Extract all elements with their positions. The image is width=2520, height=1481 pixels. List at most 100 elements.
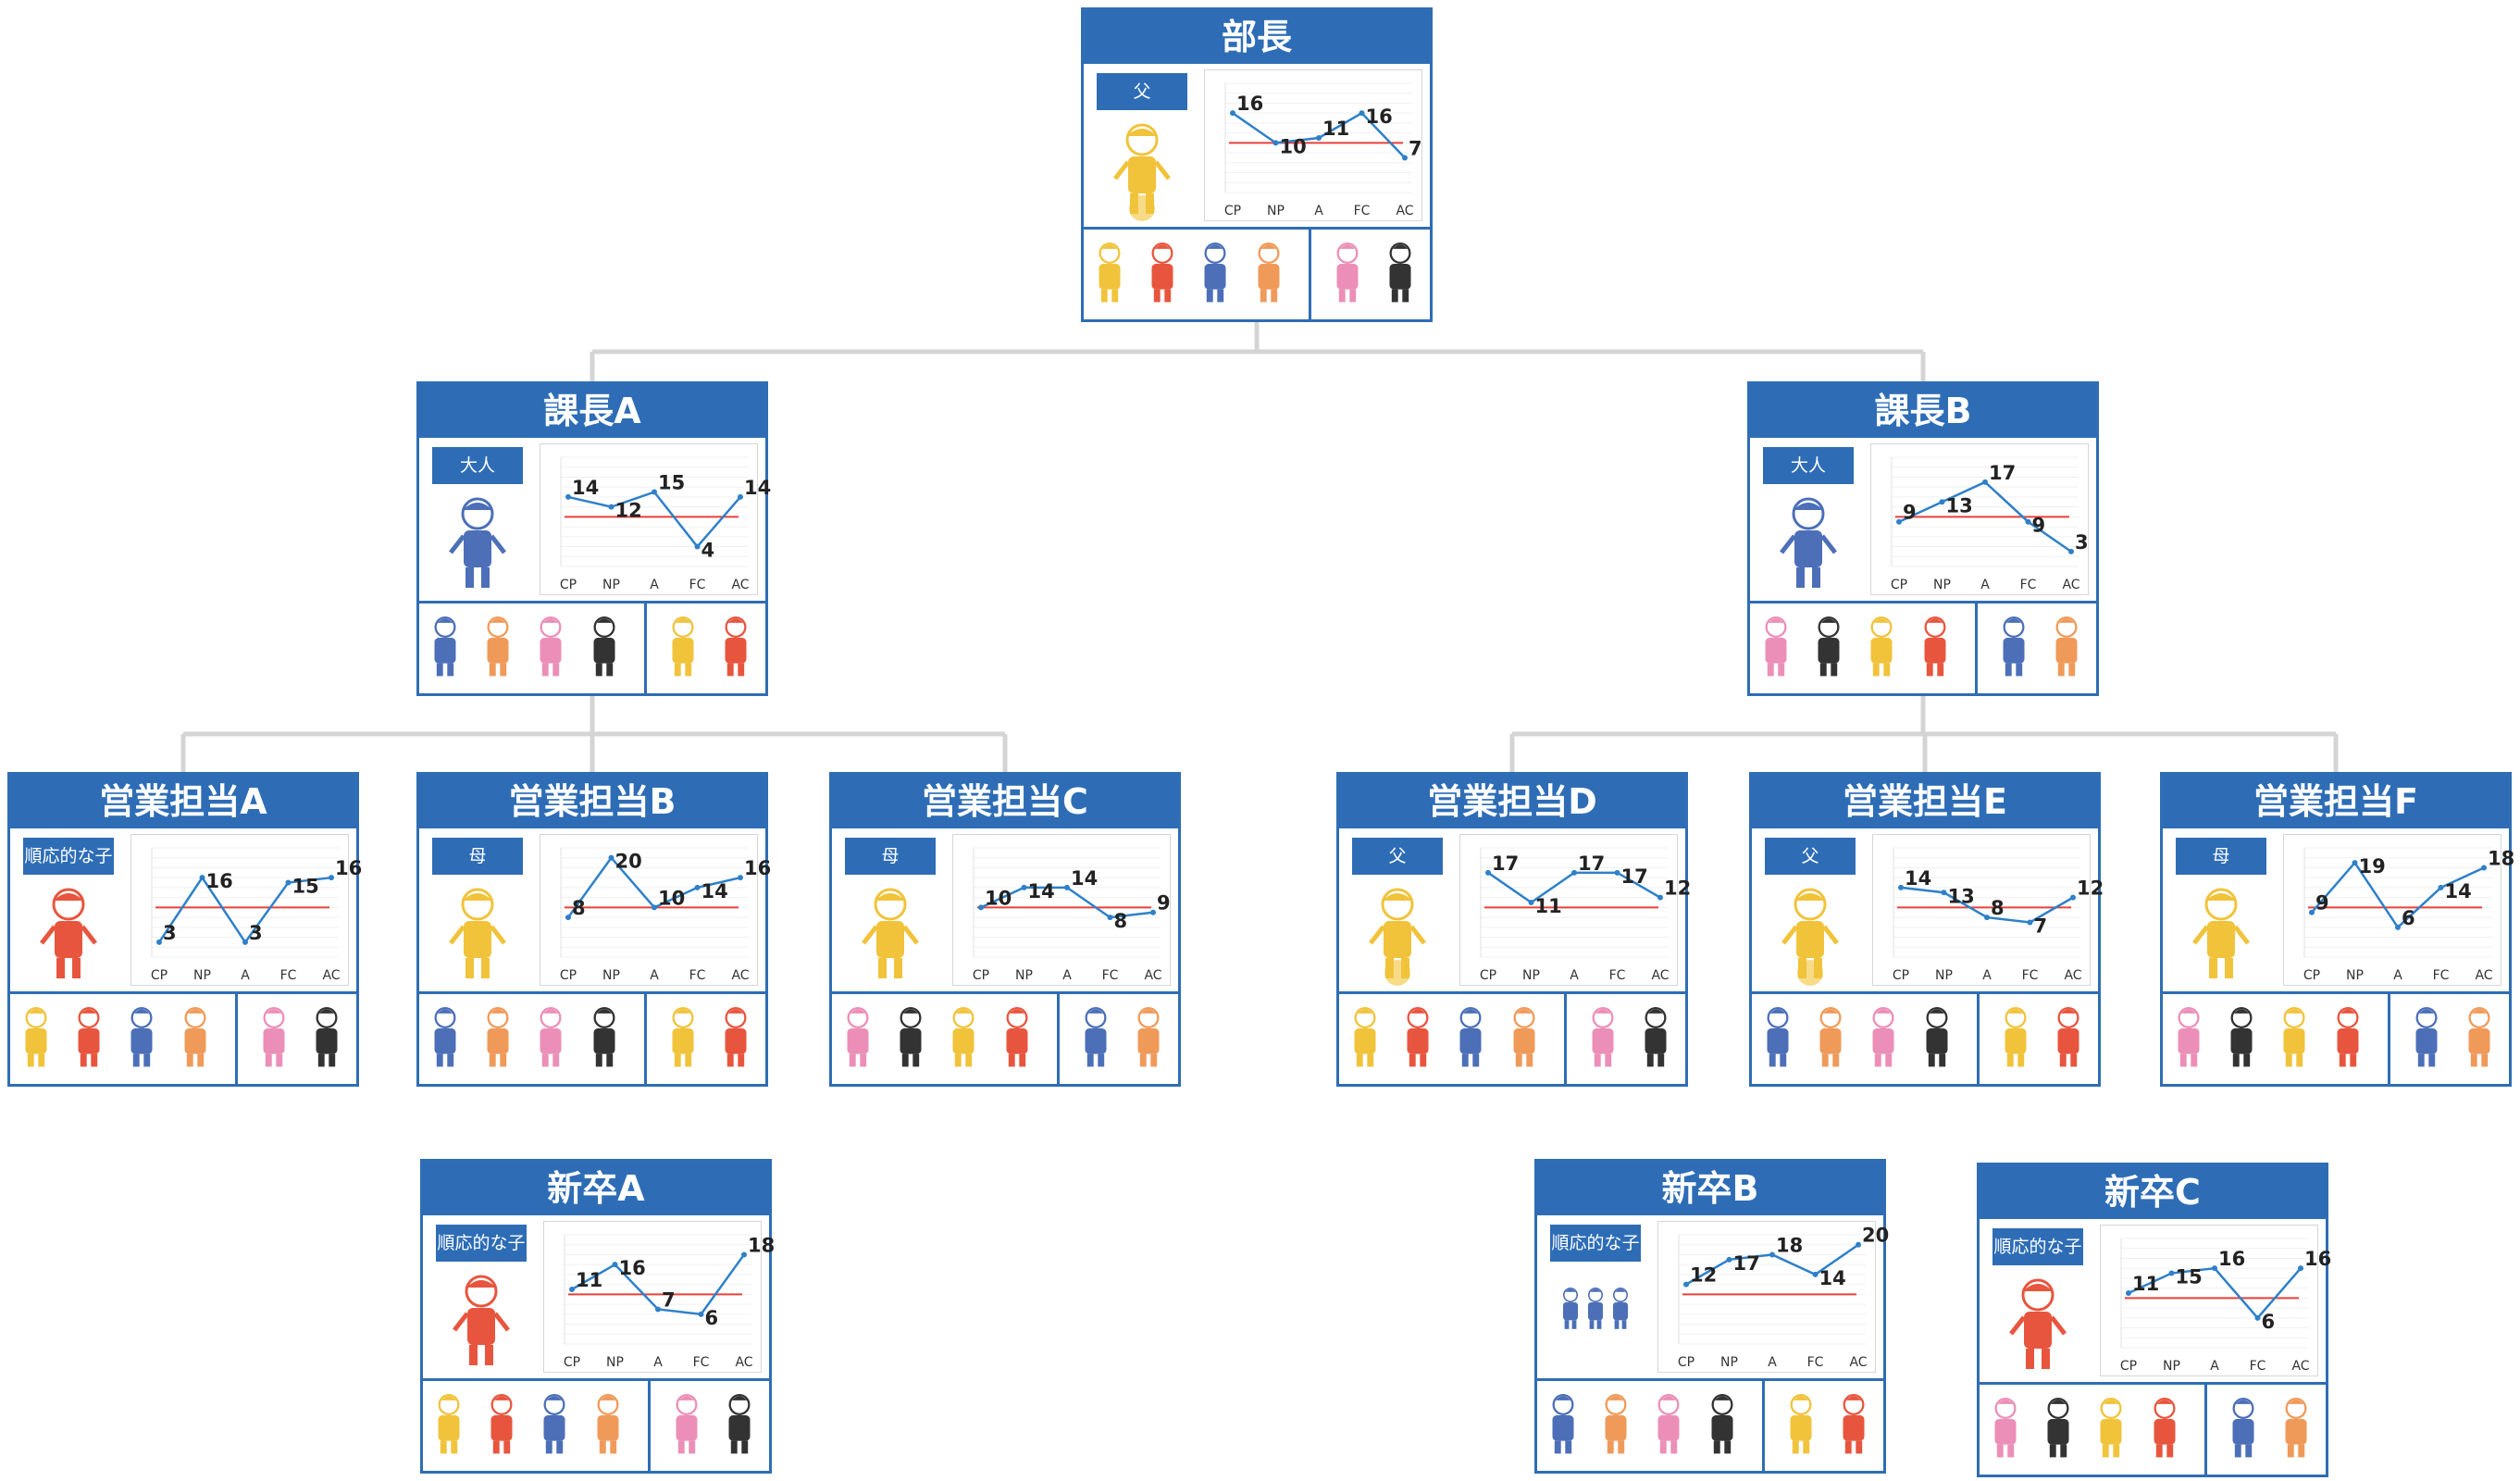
data-label: 4 [701, 540, 715, 562]
tick-label-fc: FC [1102, 968, 1119, 983]
data-label: 20 [615, 851, 642, 873]
data-label: 7 [1409, 137, 1422, 159]
father-icon [1781, 888, 1839, 986]
data-label: 10 [1280, 135, 1307, 157]
stamp-strip [1752, 994, 2098, 1084]
data-point-fc [1359, 110, 1365, 117]
data-point-cp [1230, 110, 1235, 117]
strip-divider [644, 604, 647, 693]
stamp-illustrations [1767, 1006, 2079, 1067]
data-label: 14 [1819, 1267, 1846, 1289]
data-label: 18 [748, 1234, 775, 1256]
tick-label-fc: FC [2250, 1359, 2266, 1374]
mother-icon [862, 888, 919, 978]
adult-icon [449, 497, 506, 588]
card-title: 営業担当C [832, 775, 1178, 828]
tick-label-fc: FC [2022, 968, 2039, 983]
role-badge: 母 [845, 838, 936, 875]
strip-divider [1309, 230, 1311, 319]
data-point-cp [156, 939, 162, 945]
data-point-ac [1856, 1241, 1861, 1248]
data-point-np [1021, 884, 1027, 890]
stamp-illustrations [1765, 616, 2078, 677]
data-point-ac [741, 1251, 747, 1258]
data-label: 3 [2075, 531, 2089, 554]
tick-label-cp: CP [1891, 578, 1907, 592]
card-title: 課長A [419, 384, 765, 438]
data-point-np [608, 504, 614, 510]
stamp-strip [419, 994, 765, 1084]
data-label: 8 [572, 897, 586, 919]
data-point-cp [2309, 909, 2315, 915]
strip-divider [1762, 1381, 1765, 1471]
stamp-strip [1339, 994, 1685, 1084]
adapted-child-icon [2009, 1278, 2067, 1369]
card-title: 営業担当E [1752, 775, 2098, 828]
strip-divider [1564, 994, 1567, 1084]
data-label: 8 [1991, 897, 2005, 919]
tick-label-cp: CP [564, 1355, 580, 1370]
adult-icon [1780, 497, 1837, 588]
data-point-np [612, 1262, 618, 1268]
stamp-illustrations [434, 1006, 747, 1067]
tick-label-fc: FC [2433, 968, 2450, 983]
data-label: 14 [701, 880, 728, 902]
tick-label-ac: AC [1849, 1355, 1867, 1370]
data-point-a [1982, 479, 1988, 485]
tick-label-np: NP [2163, 1359, 2180, 1374]
data-label: 17 [1578, 853, 1605, 875]
strip-divider [648, 1381, 651, 1471]
data-point-np [1941, 890, 1947, 896]
card-title: 営業担当D [1339, 775, 1685, 828]
strip-divider [2388, 994, 2390, 1084]
data-label: 16 [1236, 93, 1263, 115]
tick-label-np: NP [1933, 578, 1951, 592]
role-badge: 父 [1097, 73, 1187, 110]
data-point-ac [2298, 1265, 2303, 1272]
data-point-ac [2070, 894, 2076, 901]
data-label: 11 [2132, 1273, 2159, 1295]
tick-label-fc: FC [2020, 578, 2037, 592]
data-point-ac [738, 875, 743, 881]
data-label: 3 [249, 922, 263, 944]
tick-label-a: A [1980, 578, 1990, 592]
data-point-cp [569, 1287, 575, 1292]
card-title: 課長B [1750, 384, 2096, 438]
tick-label-cp: CP [2303, 968, 2320, 983]
data-point-np [1726, 1256, 1732, 1263]
data-point-ac [738, 493, 743, 500]
data-point-a [242, 939, 248, 945]
stamp-strip [1537, 1381, 1883, 1471]
data-label: 14 [744, 477, 771, 499]
stamp-illustrations [2178, 1006, 2490, 1067]
tick-label-fc: FC [1807, 1355, 1824, 1370]
tick-label-a: A [1768, 1355, 1777, 1370]
data-point-fc [1107, 915, 1113, 921]
tick-label-fc: FC [689, 578, 706, 592]
strip-divider [1975, 604, 1978, 693]
card-title: 営業担当F [2163, 775, 2509, 828]
tick-label-ac: AC [735, 1355, 752, 1370]
stamp-strip [419, 604, 765, 693]
stamp-illustrations [847, 1006, 1160, 1067]
